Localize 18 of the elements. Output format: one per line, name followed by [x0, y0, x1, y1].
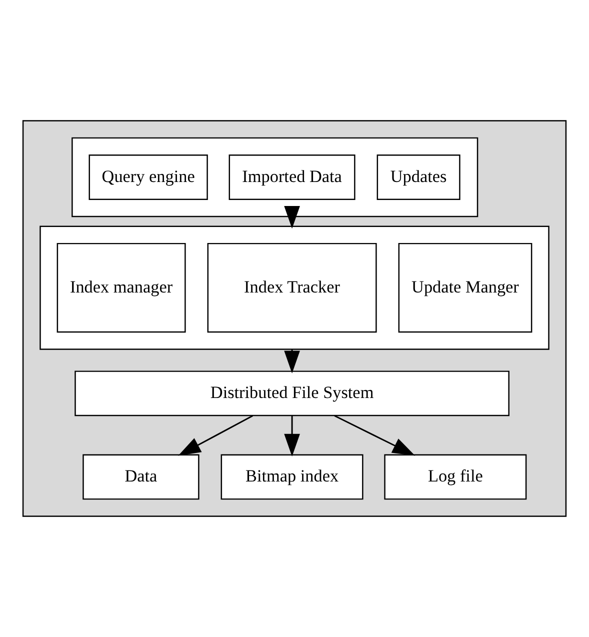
- arrow: [284, 349, 300, 374]
- node-box: Log file: [384, 454, 527, 500]
- cluster: [22, 120, 567, 517]
- cluster: [72, 137, 478, 218]
- node-box: Imported Data: [228, 154, 356, 200]
- node-box: Data: [82, 454, 200, 500]
- node-box: Update Manger: [398, 242, 532, 333]
- arrow: [284, 416, 300, 457]
- arrow: [178, 415, 254, 456]
- arrow: [334, 415, 416, 456]
- node-box: Query engine: [88, 154, 208, 200]
- cluster: [40, 226, 550, 350]
- node-box: Index manager: [56, 242, 186, 333]
- node-box: Index Tracker: [207, 242, 377, 333]
- node-box: Bitmap index: [220, 454, 364, 500]
- node-box: Updates: [376, 154, 460, 200]
- node-box: Distributed File System: [74, 370, 510, 416]
- arrow: [284, 206, 300, 229]
